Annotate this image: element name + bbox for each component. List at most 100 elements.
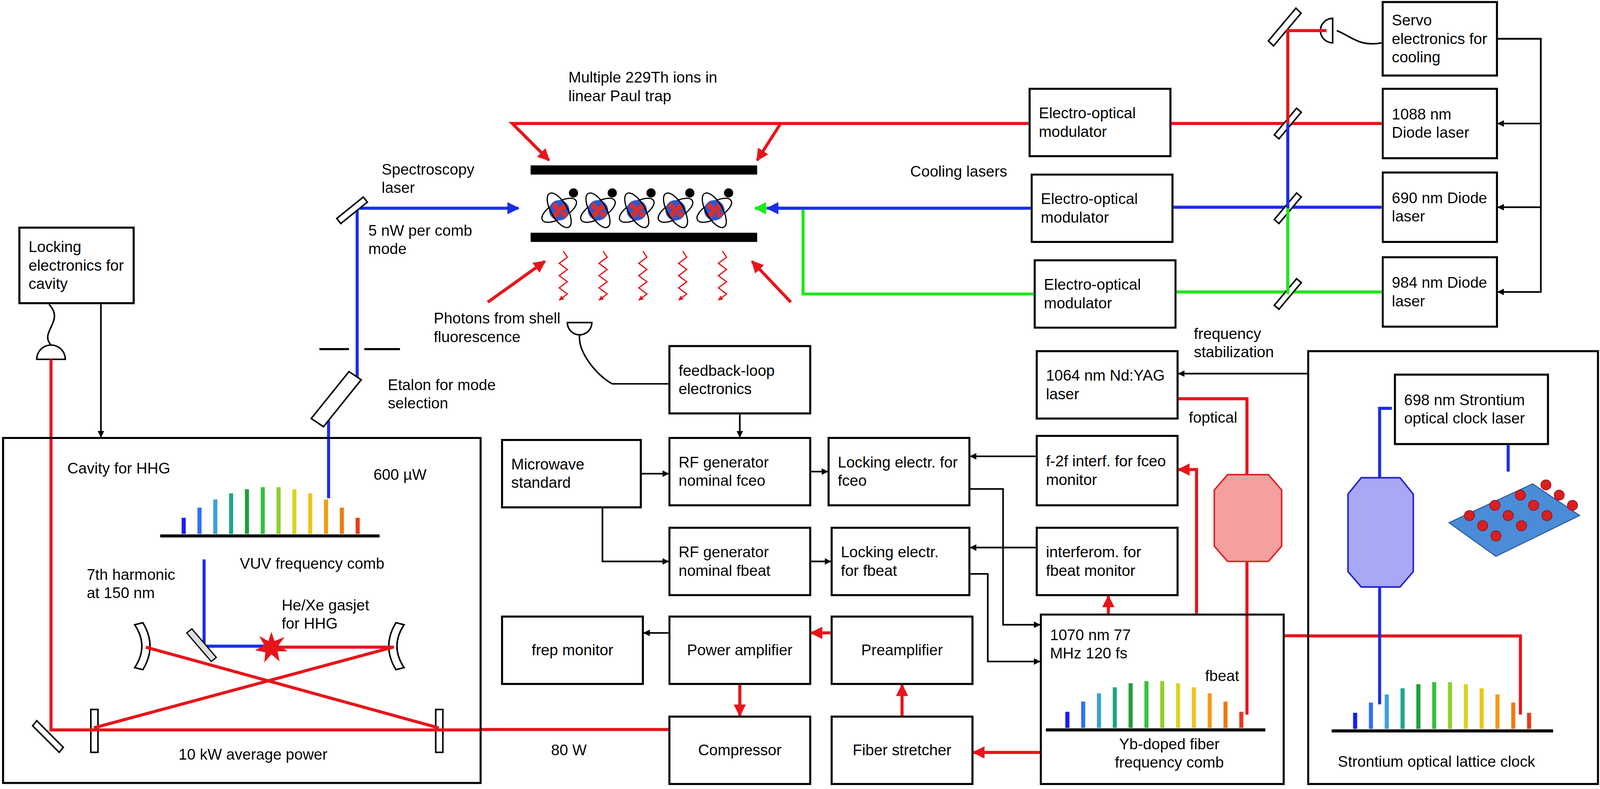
frequency-comb	[1207, 693, 1212, 728]
cooling-beam	[754, 208, 1034, 294]
frequency-comb	[308, 493, 313, 534]
process-box: interferom. for fbeat monitor	[1035, 526, 1179, 596]
annotation-label: Multiple 229Th ions in linear Paul trap	[568, 68, 753, 106]
frequency-comb	[1223, 701, 1228, 728]
laser-beam	[1307, 635, 1521, 715]
frequency-comb	[1384, 694, 1389, 729]
frequency-comb	[355, 517, 360, 534]
signal-arrow	[739, 414, 741, 437]
aperture	[319, 347, 400, 350]
box-label: Locking electronics for cavity	[28, 237, 125, 293]
process-box: Preamplifier	[830, 615, 974, 685]
optical-lattice	[1448, 483, 1580, 557]
ion	[568, 188, 579, 198]
signal-arrow	[643, 631, 669, 634]
frequency-comb	[1331, 729, 1554, 733]
process-box: feedback-loop electronics	[668, 344, 812, 415]
optical-lattice	[1503, 510, 1514, 521]
frequency-comb	[1191, 687, 1196, 728]
frequency-comb	[1353, 712, 1358, 729]
box-sublabel: Yb-doped fiber frequency comb	[1113, 734, 1226, 772]
frequency-comb	[260, 487, 265, 534]
box-label: Preamplifier	[861, 640, 944, 659]
ion	[542, 189, 577, 231]
laser-beam	[267, 645, 394, 649]
frequency-comb	[1175, 682, 1180, 728]
fluorescence-photon	[559, 251, 727, 300]
annotation-label: 7th harmonic at 150 nm	[86, 565, 189, 603]
group-box: Cavity for HHG	[1, 436, 482, 784]
laser-beam	[1173, 205, 1382, 209]
laser-beam	[145, 647, 439, 728]
laser-beam	[1284, 633, 1308, 638]
laser-beam	[1176, 290, 1382, 294]
photodetector	[1336, 30, 1382, 44]
frequency-comb	[1112, 687, 1117, 728]
process-box: Power amplifier	[668, 615, 812, 685]
optical-lattice	[1528, 499, 1539, 511]
spectroscopy-beam	[203, 559, 267, 647]
photodetector	[47, 303, 55, 345]
laser-beam	[900, 684, 904, 716]
process-box: Servo electronics for cooling	[1381, 1, 1499, 77]
mirror	[1268, 8, 1301, 47]
frequency-comb	[1527, 712, 1531, 729]
box-label: Fiber stretcher	[852, 740, 952, 759]
annotation-label: 10 kW average power	[178, 745, 352, 764]
ion	[704, 199, 725, 221]
etalon	[311, 371, 362, 427]
signal-arrow	[970, 488, 1040, 625]
edge-label: frequency stabilization	[1193, 324, 1301, 362]
optical-lattice	[1515, 489, 1526, 501]
ion	[672, 207, 679, 214]
ion	[677, 211, 684, 218]
cooling-beam	[512, 123, 1029, 161]
beam-splitter-plate	[186, 628, 217, 661]
frequency-comb	[228, 493, 233, 534]
laser-beam	[481, 727, 669, 731]
ion	[724, 188, 734, 198]
fiber-link	[1214, 474, 1414, 587]
laser-beam	[1286, 208, 1290, 294]
cooling-beam	[756, 123, 781, 161]
ion	[633, 207, 640, 214]
signal-arrow	[811, 470, 828, 473]
signal-arrow	[811, 560, 831, 563]
process-box: 1088 nm Diode laser	[1381, 87, 1499, 160]
process-box: RF generator nominal fceo	[668, 436, 812, 507]
frequency-comb	[292, 489, 297, 534]
annotation-label: 80 W	[551, 740, 603, 759]
ion	[620, 189, 654, 231]
optical-lattice	[1464, 510, 1475, 521]
frequency-comb	[1511, 702, 1516, 729]
frequency-comb	[1495, 694, 1500, 729]
box-label: Cavity for HHG	[67, 459, 272, 478]
ion	[697, 189, 732, 231]
paul-trap-electrode	[530, 232, 757, 242]
frequency-comb	[197, 507, 202, 534]
box-label: 1064 nm Nd:YAG laser	[1045, 366, 1169, 404]
optical-lattice	[1489, 499, 1501, 511]
optical-lattice	[1541, 510, 1552, 521]
signal-arrow	[1498, 38, 1541, 292]
annotation-label: Spectroscopy laser	[381, 160, 494, 198]
optical-lattice	[1540, 479, 1552, 490]
ion	[538, 188, 736, 232]
box-label: Strontium optical lattice clock	[1337, 752, 1593, 771]
laser-beam	[1506, 442, 1510, 472]
ion	[638, 211, 645, 218]
process-box: 690 nm Diode laser	[1381, 171, 1499, 243]
fiber-link	[1214, 474, 1282, 562]
box-label: f-2f interf. for fceo monitor	[1045, 451, 1169, 489]
ion	[685, 188, 695, 198]
box-label: Locking electr. for fbeat	[840, 542, 961, 580]
spectroscopy-beam	[326, 420, 331, 498]
laser-beam	[94, 647, 394, 728]
signal-arrow	[1178, 372, 1308, 375]
frequency-comb	[276, 487, 281, 534]
box-label: Electro-optical modulator	[1043, 275, 1167, 313]
process-box: Locking electronics for cavity	[18, 226, 135, 304]
annotation-label: Etalon for mode selection	[387, 375, 521, 413]
process-box: 984 nm Diode laser	[1381, 256, 1499, 328]
ion	[693, 193, 736, 228]
